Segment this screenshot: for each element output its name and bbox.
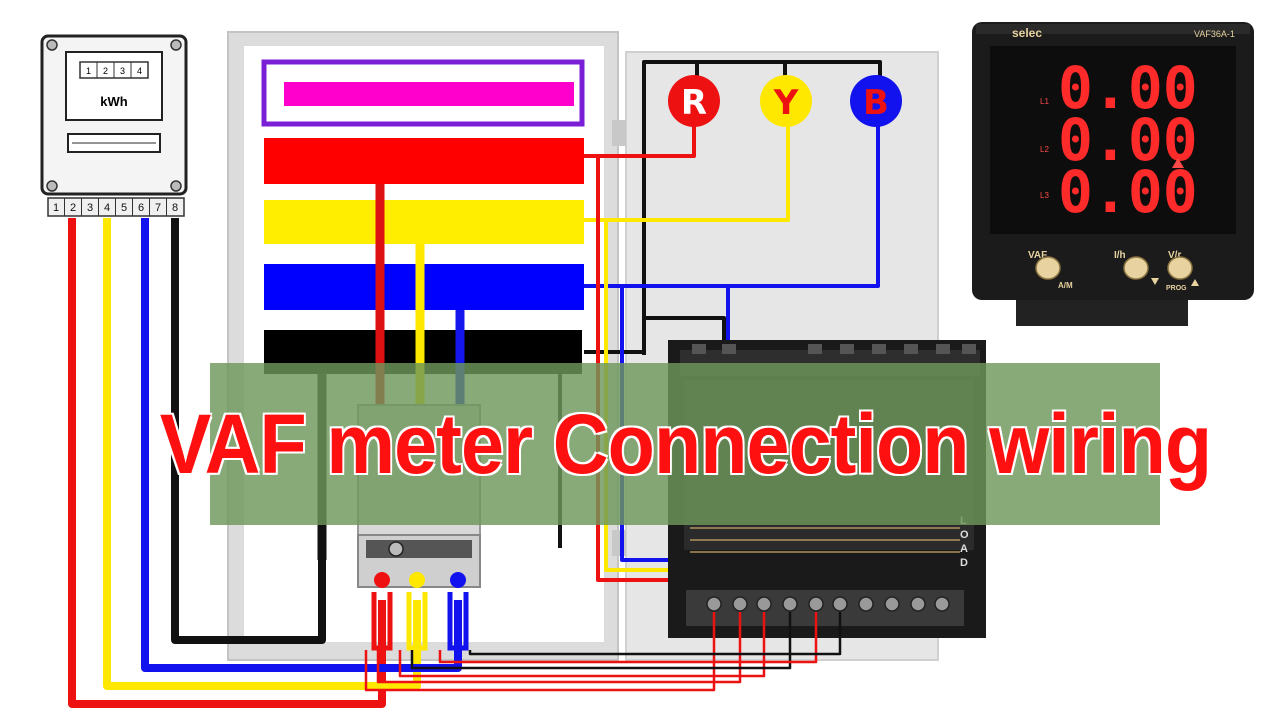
meter-terminal-strip: 1 2 3 4 5 6 7 8 (47, 197, 185, 217)
ct-wires (364, 612, 842, 692)
phase-label-b: B (863, 83, 889, 123)
button-label-vr: V/r (1168, 250, 1181, 261)
title-text: VAF meter Connection wiring (159, 396, 1211, 491)
terminal-number: 1 (53, 202, 59, 214)
load-label: D (960, 557, 968, 569)
terminal-number: 6 (138, 202, 144, 214)
terminal-number: 8 (172, 202, 178, 214)
terminal-number: 4 (104, 202, 110, 214)
energy-meter: 1 2 3 4 kWh 1 2 3 4 5 6 7 8 (40, 34, 188, 217)
counter-digit: 4 (137, 66, 142, 76)
button-sublabel-prog: PROG (1166, 285, 1187, 292)
kwh-label: kWh (100, 94, 128, 109)
meter-counter: 1 2 3 4 (79, 61, 149, 79)
reading-l3: 0.00 (1058, 158, 1198, 226)
up-arrow-icon (1191, 279, 1199, 286)
row-marker: L2 (1040, 145, 1049, 154)
load-label: A (960, 543, 968, 555)
load-label: O (960, 529, 969, 541)
vaf-button[interactable] (1035, 256, 1061, 280)
title-banner: VAF meter Connection wiring (159, 363, 1212, 525)
reading-l2: 0.00 (1058, 106, 1198, 174)
meter-supply-wires (68, 218, 462, 708)
terminal-number: 2 (70, 202, 76, 214)
vaf-meter-front: selec VAF36A-1 0.00 0.00 0.00 L1 L2 L3 V… (972, 22, 1254, 326)
phase-label-y: Y (773, 83, 799, 123)
terminal-number: 3 (87, 202, 93, 214)
led-display: 0.00 0.00 0.00 (1058, 54, 1198, 226)
counter-digit: 3 (120, 66, 125, 76)
button-sublabel-am: A/M (1058, 281, 1073, 290)
terminal-number: 5 (121, 202, 127, 214)
counter-digit: 1 (86, 66, 91, 76)
button-label-ih: I/h (1114, 250, 1126, 261)
counter-digit: 2 (103, 66, 108, 76)
button-label-vaf: VAF (1028, 250, 1047, 261)
row-marker: L1 (1040, 97, 1049, 106)
phase-label-r: R (681, 83, 707, 123)
reading-l1: 0.00 (1058, 54, 1198, 122)
busbar-y (264, 200, 584, 244)
meter-model: VAF36A-1 (1194, 29, 1235, 39)
ih-button[interactable] (1123, 256, 1149, 280)
meter-brand: selec (1012, 26, 1042, 40)
busbar-r (264, 138, 584, 184)
row-marker: L3 (1040, 191, 1049, 200)
down-arrow-icon (1151, 278, 1159, 285)
vr-button[interactable] (1167, 256, 1193, 280)
terminal-number: 7 (155, 202, 161, 214)
